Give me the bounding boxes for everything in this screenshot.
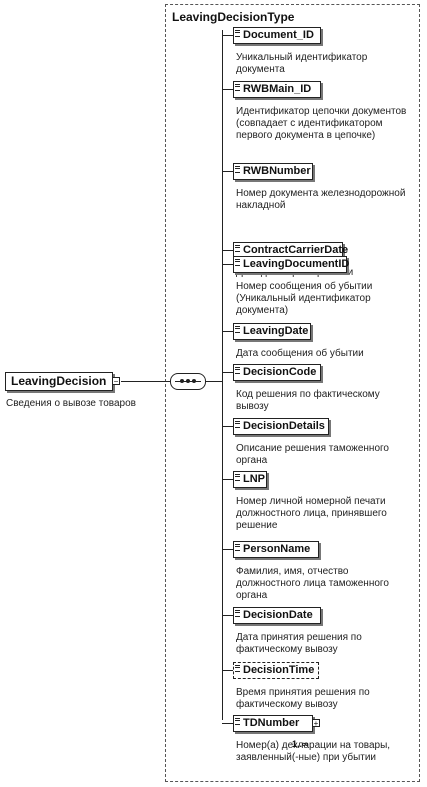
element-decisiontime[interactable]: DecisionTime — [233, 662, 319, 679]
sequence-connector — [206, 381, 222, 382]
collapse-icon[interactable]: − — [112, 377, 120, 386]
element-description: Номер(а) декларации на товары, заявленны… — [236, 740, 391, 763]
element-connector — [222, 35, 233, 36]
element-connector — [222, 670, 233, 671]
element-label: ContractCarrierDate — [243, 244, 349, 256]
element-description: Код решения по фактическому вывозу — [236, 389, 380, 412]
element-lines-icon — [235, 367, 240, 374]
element-connector — [222, 264, 233, 265]
element-lines-icon — [235, 245, 240, 252]
element-leavingdocumentid[interactable]: LeavingDocumentID — [233, 256, 350, 273]
element-connector — [222, 479, 233, 480]
element-description: Дата принятия решения по фактическому вы… — [236, 632, 362, 655]
element-connector — [222, 250, 233, 251]
element-connector — [222, 549, 233, 550]
element-lines-icon — [235, 166, 240, 173]
element-description: Фамилия, имя, отчество должностного лица… — [236, 566, 389, 601]
element-description: Номер сообщения об убытии (Уникальный ид… — [236, 281, 373, 316]
element-connector — [222, 331, 233, 332]
root-element-label: LeavingDecision — [11, 374, 107, 388]
element-label: LNP — [243, 473, 265, 485]
element-connector — [222, 723, 233, 724]
element-description: Время принятия решения по фактическому в… — [236, 687, 370, 710]
type-frame — [165, 4, 420, 782]
element-leavingdate[interactable]: LeavingDate — [233, 323, 311, 340]
element-label: DecisionCode — [243, 366, 317, 378]
element-lines-icon — [235, 718, 240, 725]
element-label: RWBMain_ID — [243, 83, 312, 95]
element-connector — [222, 372, 233, 373]
element-label: RWBNumber — [243, 165, 311, 177]
root-element[interactable]: LeavingDecision — [5, 372, 113, 391]
element-label: PersonName — [243, 543, 311, 555]
element-decisioncode[interactable]: DecisionCode — [233, 364, 321, 381]
element-lnp[interactable]: LNP — [233, 471, 267, 488]
element-connector — [222, 89, 233, 90]
element-label: TDNumber — [243, 717, 300, 729]
element-decisiondate[interactable]: DecisionDate — [233, 607, 321, 624]
element-description: Дата сообщения об убытии — [236, 348, 364, 359]
element-label: LeavingDate — [243, 325, 309, 337]
element-label: DecisionTime — [243, 664, 315, 676]
root-connector — [121, 381, 170, 382]
element-label: DecisionDetails — [243, 420, 325, 432]
element-document-id[interactable]: Document_ID — [233, 27, 321, 44]
sequence-compositor-icon — [170, 373, 206, 390]
element-lines-icon — [235, 610, 240, 617]
element-lines-icon — [235, 30, 240, 37]
element-lines-icon — [235, 474, 240, 481]
element-connector — [222, 426, 233, 427]
element-description: Номер документа железнодорожной накладно… — [236, 188, 406, 211]
sequence-spine — [222, 30, 223, 720]
element-connector — [222, 171, 233, 172]
element-description: Уникальный идентификатор документа — [236, 52, 368, 75]
element-lines-icon — [235, 326, 240, 333]
element-tdnumber[interactable]: TDNumber — [233, 715, 313, 732]
element-label: Document_ID — [243, 29, 314, 41]
element-label: DecisionDate — [243, 609, 313, 621]
element-lines-icon — [235, 421, 240, 428]
cardinality-label: 1..∞ — [292, 739, 309, 749]
element-label: LeavingDocumentID — [243, 258, 350, 270]
element-personname[interactable]: PersonName — [233, 541, 319, 558]
element-lines-icon — [235, 259, 240, 266]
element-decisiondetails[interactable]: DecisionDetails — [233, 418, 329, 435]
element-connector — [222, 615, 233, 616]
element-description: Номер личной номерной печати должностног… — [236, 496, 387, 531]
type-title: LeavingDecisionType — [172, 10, 295, 24]
element-rwbmain-id[interactable]: RWBMain_ID — [233, 81, 321, 98]
element-description: Описание решения таможенного органа — [236, 443, 389, 466]
element-lines-icon — [235, 544, 240, 551]
element-rwbnumber[interactable]: RWBNumber — [233, 163, 313, 180]
element-description: Идентификатор цепочки документов (совпад… — [236, 106, 407, 141]
element-lines-icon — [235, 665, 240, 672]
root-description: Сведения о вывозе товаров — [6, 398, 136, 409]
expand-icon[interactable]: + — [312, 719, 320, 728]
element-lines-icon — [235, 84, 240, 91]
